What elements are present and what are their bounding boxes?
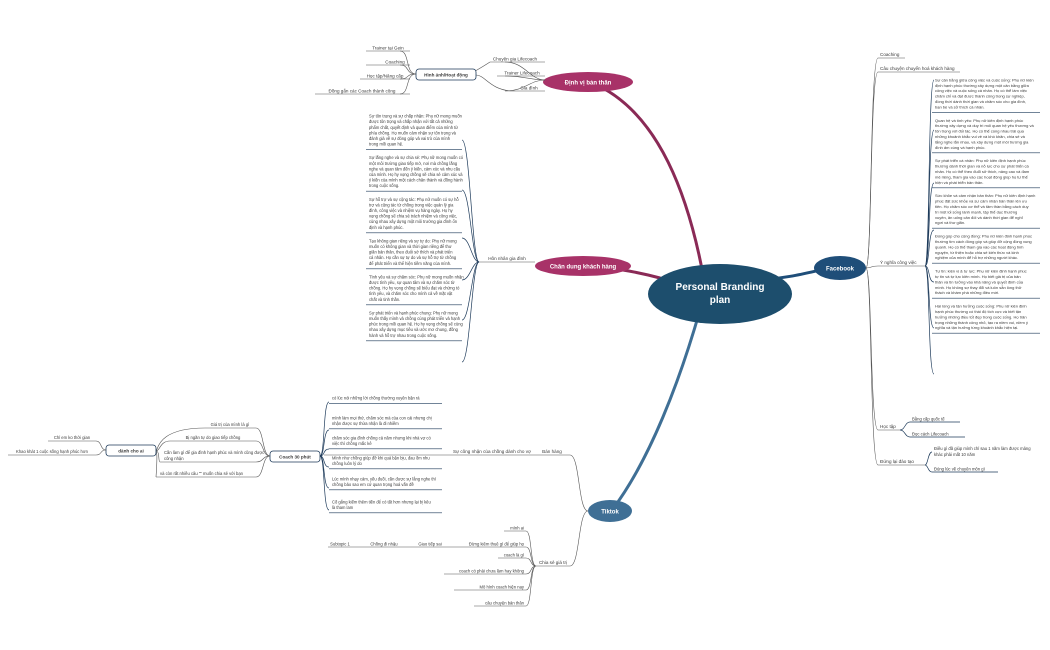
branch-tiktok[interactable]: Tiktok [588,500,632,522]
chan-dung-para-1: Sự lắng nghe và sự chia sẻ: Phụ nữ mong … [369,155,464,188]
coach30-item-3: Mình như chồng giúp đỡ khi quá bận bịu, … [332,455,430,465]
danh-cho-ai-node[interactable]: dành cho ai [105,444,157,457]
facebook-para-2: Sự phát triển cá nhân: Phụ nữ kiên định … [935,158,1030,185]
left-item-2a: Cần làm gì để gia đình hạnh phúc và mình… [164,450,264,455]
coach30-item-4: Lúc mình nhạy cảm, yếu đuối, cần được sự… [332,476,436,486]
center-node[interactable]: Personal Branding plan [648,264,792,324]
branch-chan-dung-label: Chân dung khách hàng [550,265,617,271]
coach30-item-1: mình làm mọi thứ, chăm sóc mà của con cá… [332,415,432,425]
left-outer-0: Chỉ em ko thời gian [54,435,91,440]
coach30-item-5: Cố gắng kiếm thêm tiền để có tất hơn như… [332,499,431,509]
facebook-para-4: Đóng góp cho cộng đồng: Phụ nữ kiên định… [935,234,1032,261]
subtopic-row-0: Subtopic 1 [330,542,350,547]
dung-lai-item-0b: khác phải mất 10 năm [934,452,976,457]
dung-lai-item-0a: Điều gì đã giúp mình chỉ sau 1 năm làm đ… [934,446,1031,451]
hinh-anh-connectors [315,50,417,95]
y-nghia-label: Ý nghĩa công việc [880,259,917,265]
dung-lai-label: Đứng lại đào tạo [880,459,914,464]
dinh-vi-item-1: Trainer Lifecoach [504,71,540,76]
chan-dung-para-3: Tạo không gian riêng và sự tự do: Phụ nữ… [369,238,457,265]
dinh-vi-right-items [470,61,546,92]
branch-tiktok-label: Tiktok [601,510,619,516]
subtopic-row-1: Chồng đi nhậu [370,542,398,547]
chan-dung-para-5: Sự phát triển và hạnh phúc chung: Phụ nữ… [369,310,463,337]
dinh-vi-item-0: Chuyên gia Lifecoach [493,57,538,62]
hoc-tap-item-0: Bằng cấp quốc tế [912,417,945,422]
chia-se-item-3: coach có phải chưa làm hay không [459,569,525,574]
coach30-bracket [319,401,330,511]
chia-se-label: Chia sẻ giá trị [539,560,567,565]
facebook-para-1: Quan hệ và tình yêu: Phụ nữ kiên định hạ… [935,118,1034,150]
chia-se-item-0: mình ai [510,526,524,531]
connector-dinh-vi [588,80,707,287]
hinh-anh-node[interactable]: Hình ảnh/Hoạt động [415,68,477,81]
dinh-vi-item-2: Gia đình [520,86,538,91]
facebook-top-1: Câu chuyện chuyển hoá khách hàng [880,65,955,71]
dung-lai-item-1: Đúng lúc về chuyên môn gì [934,467,985,472]
hoc-tap-item-1: Đọc cách Lifecoach [912,432,949,437]
left-outer-connectors [8,440,107,456]
branch-chan-dung[interactable]: Chân dung khách hàng [535,256,631,276]
coach30-label: Coach 30 phút [279,455,311,460]
chan-dung-para-4: Tình yêu và sự chăm sóc: Phụ nữ mong muố… [369,274,464,301]
branch-facebook[interactable]: Facebook [814,256,866,280]
facebook-bracket [899,79,998,473]
facebook-para-0: Sự cân bằng giữa công việc và cuộc sống:… [935,77,1034,109]
chan-dung-paragraphs: Sự tôn trọng và sự chấp nhận: Phụ nữ mon… [366,114,464,342]
coach30-item-0: có lúc nói những lời chồng thường xuyên … [332,395,420,400]
facebook-para-3: Sức khỏe và cảm nhận bản thân: Phụ nữ ki… [935,193,1035,225]
center-title-line2: plan [710,295,731,306]
chia-se-item-1: Đừng kiêm thuê gì để giúp họ [469,542,525,547]
facebook-para-5: Tự tin: kiên vị & tự lực: Phụ nữ kiên đị… [935,269,1027,296]
facebook-top-0: Coaching [880,52,900,57]
chia-se-item-2: coach là gì [504,553,524,558]
left-item-0: Giá trị của mình là gì [211,422,250,427]
hinh-anh-item-1: Coaching [385,60,405,65]
chia-se-item-5: câu chuyện bản thân [485,601,525,606]
facebook-para-6: Hài lòng và tận hưởng cuộc sống: Phụ nữ … [935,304,1028,331]
chia-se-item-4: Mô hình coach hiện nay [480,585,525,590]
hinh-anh-item-0: Trainer tại Gein [372,46,404,51]
ban-hang-label: Bán hàng [542,449,562,454]
hinh-anh-label: Hình ảnh/Hoạt động [424,73,468,78]
su-cong-nhan-label: Sự công nhận của chồng dành cho vợ [453,448,531,454]
coach30-item-2: chăm sóc gia đình chồng cả năm nhưng khi… [332,435,431,445]
tiktok-connectors [324,454,589,607]
connector-tiktok [610,308,702,512]
hinh-anh-item-2: Học tập/Nâng cấp [367,74,404,79]
chan-dung-bracket [461,139,480,363]
facebook-paragraphs: Sự cân bằng giữa công việc và cuộc sống:… [932,77,1040,334]
branch-facebook-label: Facebook [826,267,855,273]
left-item-3: và còn rất nhiều câu "" muốn chia sẻ với… [160,471,244,476]
danh-cho-ai-label: dành cho ai [118,449,144,454]
left-outer-1: Khao khát 1 cuộc sống hạnh phúc hơn [16,449,89,454]
coach30-items: có lúc nói những lời chồng thường xuyên … [329,395,442,514]
subtopic-row-2: Giao tiếp sai [418,542,441,547]
hinh-anh-item-3: Đồng gắn các Coach thành công [329,88,396,94]
facebook-connectors [865,57,960,466]
hoc-tap-label: Học tập [880,424,896,429]
branch-dinh-vi-label: Định vị bản thân [565,81,612,87]
left-item-2b: công nhận [164,456,184,461]
coach30-left-connectors [155,427,271,478]
chan-dung-sub-label: Hôn nhân gia đình [488,256,526,261]
center-title-line1: Personal Branding [676,282,765,293]
chan-dung-para-2: Sự hỗ trợ và sự cộng tác: Phụ nữ muốn có… [369,197,459,230]
left-item-1: Bị ngăn tự do giao tiếp chồng [186,435,241,440]
chan-dung-para-0: Sự tôn trọng và sự chấp nhận: Phụ nữ mon… [369,114,463,147]
coach30-node[interactable]: Coach 30 phút [269,450,321,463]
branch-dinh-vi[interactable]: Định vị bản thân [543,72,633,92]
